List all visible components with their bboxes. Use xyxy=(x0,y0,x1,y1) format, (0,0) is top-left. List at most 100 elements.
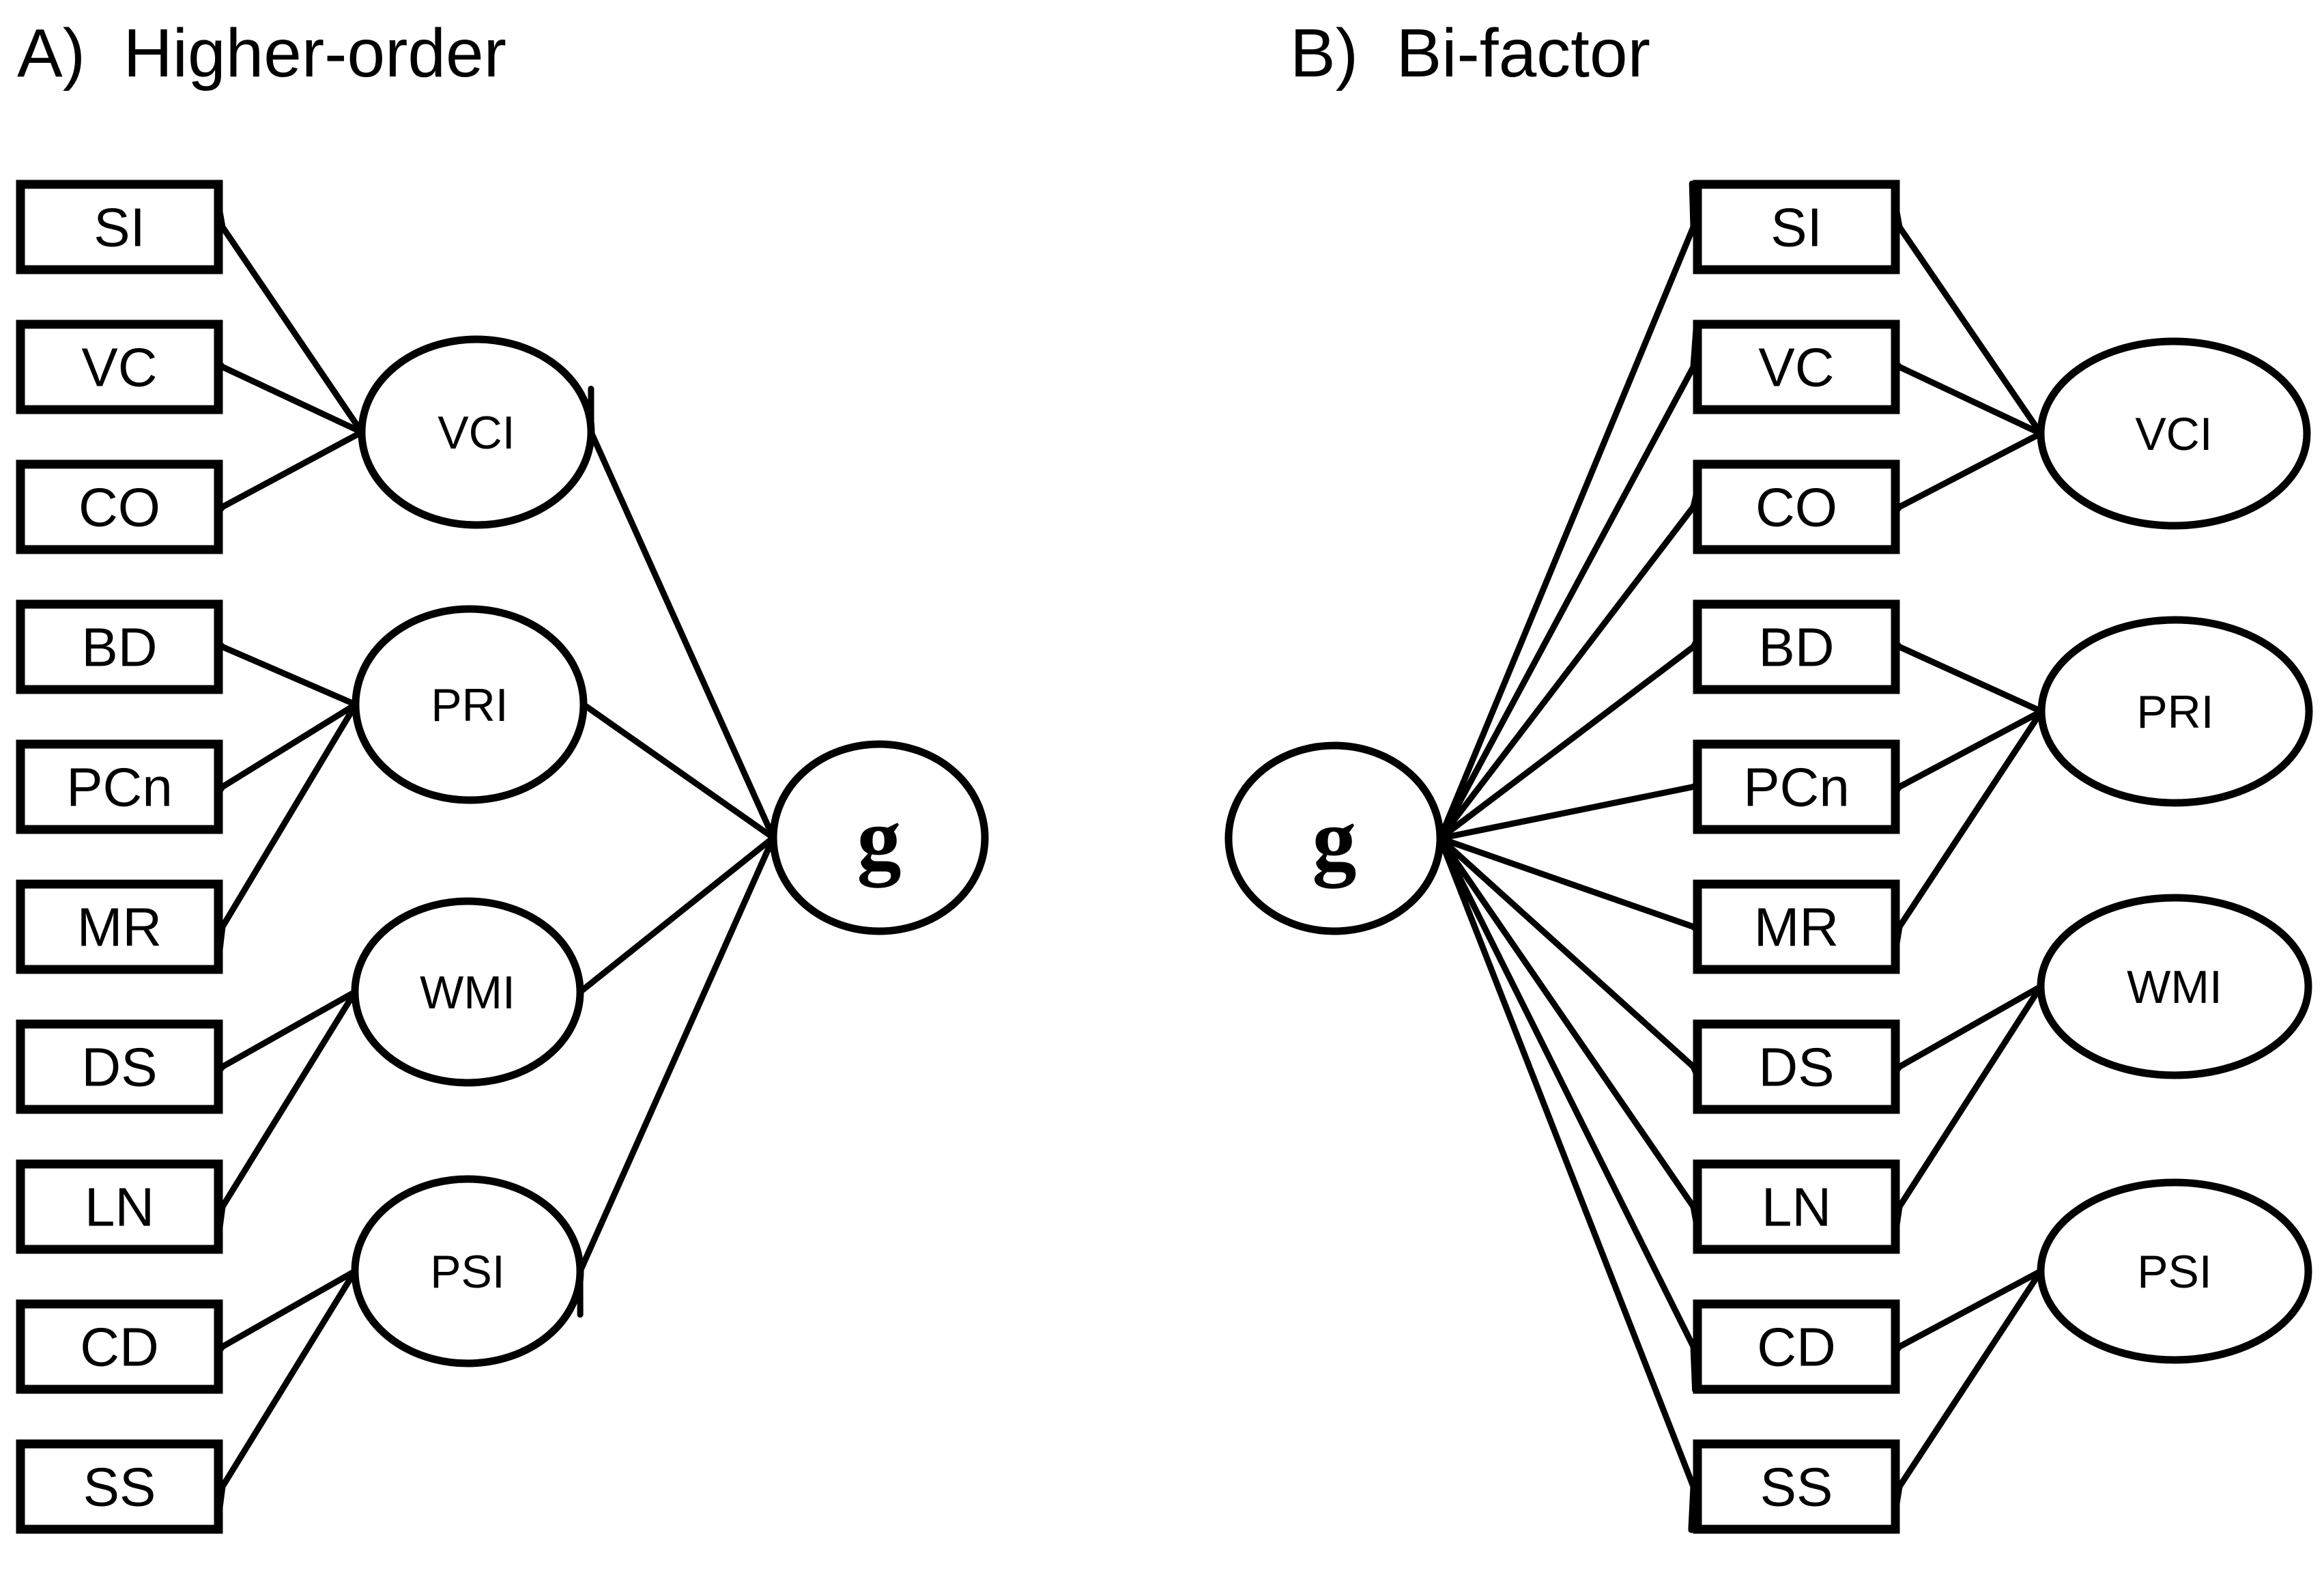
ellipse-label-b-pri: PRI xyxy=(2136,686,2213,738)
box-label-b-si: SI xyxy=(1770,197,1822,258)
ellipse-shape-b-g xyxy=(1224,741,1444,935)
ellipse-label-b-vci: VCI xyxy=(2135,408,2212,460)
edge-a-pri-bd xyxy=(175,612,357,708)
observed-box-b-ss: SS xyxy=(1693,1439,1900,1534)
ellipse-label-b-wmi: WMI xyxy=(2127,961,2222,1013)
ellipse-shape-b-wmi xyxy=(2037,894,2312,1079)
box-rect-b-co xyxy=(1693,459,1900,554)
ellipse-shape-b-vci xyxy=(2037,337,2311,530)
latent-ellipse-b-wmi: WMI xyxy=(2037,894,2312,1079)
observed-box-a-pcn: PCn xyxy=(16,739,223,834)
observed-box-b-ds: DS xyxy=(1693,1019,1900,1114)
ellipse-shape-a-pri xyxy=(352,605,588,804)
edge-b-g-vc xyxy=(1437,320,1731,840)
edge-a-wmi-ds xyxy=(176,989,357,1105)
edge-a-vci-vc xyxy=(175,330,363,436)
observed-box-b-mr: MR xyxy=(1693,879,1900,974)
box-label-b-bd: BD xyxy=(1758,617,1834,678)
edge-a-g-psi xyxy=(545,836,777,1318)
box-label-b-cd: CD xyxy=(1757,1317,1836,1378)
edge-b-g-co xyxy=(1437,462,1735,840)
nodes-layer: SIVCCOBDPCnMRDSLNCDSSVCIPRIWMIPSIgSIVCCO… xyxy=(16,180,2313,1534)
box-rect-a-mr xyxy=(16,879,223,974)
edge-a-pri-pcn xyxy=(176,702,358,826)
ellipse-label-b-psi: PSI xyxy=(2137,1246,2212,1298)
edge-b-g-cd xyxy=(1437,836,1730,1393)
box-label-b-vc: VC xyxy=(1758,337,1834,398)
box-label-a-mr: MR xyxy=(77,897,162,958)
box-label-b-ss: SS xyxy=(1760,1457,1833,1518)
panel-a-title: A) Higher-order xyxy=(17,15,506,91)
ellipse-shape-a-psi xyxy=(351,1175,584,1367)
box-rect-b-si xyxy=(1693,180,1900,274)
box-rect-b-ds xyxy=(1693,1019,1900,1114)
edge-b-g-ln xyxy=(1437,836,1734,1253)
box-label-b-mr: MR xyxy=(1754,897,1839,958)
box-label-a-co: CO xyxy=(78,477,160,538)
edge-a-g-pri xyxy=(538,664,775,840)
edge-b-vci-vc xyxy=(1852,330,2042,437)
edge-b-g-ds xyxy=(1437,836,1738,1110)
observed-box-a-ln: LN xyxy=(16,1159,223,1254)
edge-a-psi-ss xyxy=(183,1269,358,1533)
box-rect-a-co xyxy=(16,459,223,554)
edge-a-pri-mr xyxy=(184,703,358,974)
edge-a-g-wmi xyxy=(534,835,775,1034)
box-rect-a-ss xyxy=(16,1439,223,1534)
box-label-a-cd: CD xyxy=(80,1317,159,1378)
observed-box-b-ln: LN xyxy=(1693,1159,1900,1254)
edge-b-wmi-ln xyxy=(1860,984,2043,1253)
panel-b-title: B) Bi-factor xyxy=(1290,15,1650,91)
edge-b-vci-si xyxy=(1859,181,2043,436)
ellipse-label-a-vci: VCI xyxy=(437,407,515,459)
edge-a-g-vci xyxy=(556,385,777,839)
observed-box-a-mr: MR xyxy=(16,879,223,974)
ellipse-shape-b-psi xyxy=(2037,1178,2312,1364)
edge-b-g-bd xyxy=(1438,606,1739,841)
box-label-b-ds: DS xyxy=(1758,1037,1834,1098)
box-rect-b-ss xyxy=(1693,1439,1900,1534)
box-rect-a-si xyxy=(16,180,223,274)
box-label-b-ln: LN xyxy=(1762,1177,1831,1238)
edge-a-wmi-ln xyxy=(183,990,358,1253)
observed-box-b-cd: CD xyxy=(1693,1299,1900,1394)
box-rect-a-ds xyxy=(16,1019,223,1114)
observed-box-a-co: CO xyxy=(16,459,223,554)
box-rect-b-bd xyxy=(1693,599,1900,694)
observed-box-b-si: SI xyxy=(1693,180,1900,274)
edge-a-psi-cd xyxy=(176,1268,357,1385)
latent-ellipse-a-vci: VCI xyxy=(358,335,595,529)
box-rect-a-cd xyxy=(16,1299,223,1394)
ellipse-shape-a-wmi xyxy=(351,897,584,1087)
latent-ellipse-b-pri: PRI xyxy=(2037,616,2313,807)
edge-b-g-ss xyxy=(1437,837,1727,1533)
observed-box-b-pcn: PCn xyxy=(1693,739,1900,834)
latent-ellipse-a-psi: PSI xyxy=(351,1175,584,1367)
edge-a-vci-si xyxy=(182,181,364,434)
latent-ellipse-a-wmi: WMI xyxy=(351,897,584,1087)
box-rect-a-pcn xyxy=(16,739,223,834)
box-rect-a-ln xyxy=(16,1159,223,1254)
latent-ellipse-b-psi: PSI xyxy=(2037,1178,2312,1364)
observed-box-b-co: CO xyxy=(1693,459,1900,554)
edge-a-vci-co xyxy=(176,429,364,545)
box-label-a-si: SI xyxy=(94,197,145,258)
ellipse-shape-b-pri xyxy=(2037,616,2313,807)
box-label-a-pcn: PCn xyxy=(66,757,173,818)
observed-box-a-ds: DS xyxy=(16,1019,223,1114)
ellipse-shape-a-vci xyxy=(358,335,595,529)
latent-ellipse-a-pri: PRI xyxy=(352,605,588,804)
box-label-a-bd: BD xyxy=(81,617,157,678)
ellipse-shape-a-g xyxy=(769,740,989,935)
ellipse-label-a-pri: PRI xyxy=(431,679,508,731)
edge-b-g-mr xyxy=(1439,835,1740,960)
box-label-a-ss: SS xyxy=(83,1457,156,1518)
edge-b-psi-ss xyxy=(1859,1269,2043,1533)
edge-b-vci-co xyxy=(1853,431,2043,544)
observed-box-b-vc: VC xyxy=(1693,320,1900,414)
observed-box-a-ss: SS xyxy=(16,1439,223,1534)
box-rect-b-vc xyxy=(1693,320,1900,414)
observed-box-a-bd: BD xyxy=(16,599,223,694)
